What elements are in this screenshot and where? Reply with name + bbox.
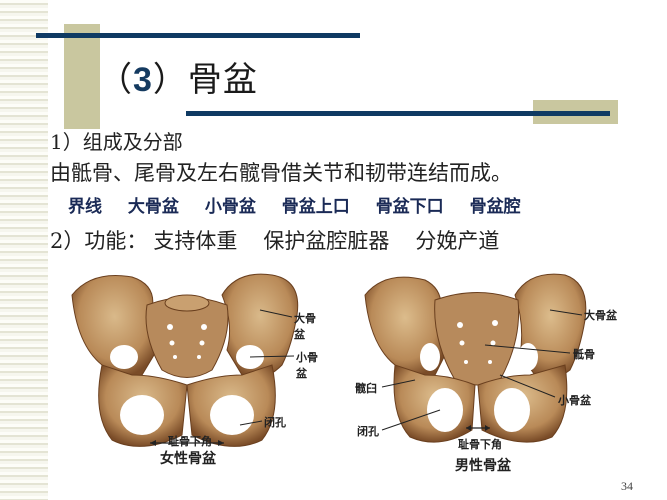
term: 骨盆上口 xyxy=(281,197,350,217)
title-number: 3 xyxy=(133,61,153,99)
label-lesser-pelvis: 小骨盆 xyxy=(296,351,318,380)
slide-title: （3）骨盆 xyxy=(98,52,258,101)
decorative-navy-line-top xyxy=(36,33,360,38)
term: 界线 xyxy=(68,197,102,217)
title-prefix: （ xyxy=(98,60,133,100)
function-item: 保护盆腔脏器 xyxy=(263,229,390,253)
label-sacrum: 骶骨 xyxy=(573,348,595,361)
function-item: 支持体重 xyxy=(153,229,238,253)
male-pelvis-figure: 大骨盆 骶骨 髋臼 小骨盆 闭孔 耻骨下角 男性骨盆 xyxy=(350,265,620,480)
term: 小骨盆 xyxy=(204,197,256,217)
term: 骨盆下口 xyxy=(375,197,444,217)
section2-heading: 2）功能： xyxy=(50,229,148,253)
male-pelvis-caption: 男性骨盆 xyxy=(455,458,511,474)
male-pelvis-illustration xyxy=(364,273,587,443)
label-subpubic-angle: 耻骨下角 xyxy=(168,435,212,448)
label-subpubic-angle: 耻骨下角 xyxy=(458,438,502,451)
label-acetabulum: 髋臼 xyxy=(355,382,377,395)
label-obturator-foramen: 闭孔 xyxy=(264,416,286,429)
female-pelvis-illustration xyxy=(71,273,299,447)
term: 骨盆腔 xyxy=(469,197,521,217)
female-pelvis-figure: 大骨盆 小骨盆 闭孔 耻骨下角 女性骨盆 xyxy=(62,265,322,480)
terms-list: 界线 大骨盆 小骨盆 骨盆上口 骨盆下口 骨盆腔 xyxy=(68,192,521,217)
decorative-olive-bar-vertical xyxy=(64,24,100,129)
label-lesser-pelvis: 小骨盆 xyxy=(558,394,591,407)
decorative-navy-line-middle xyxy=(186,111,510,116)
title-text: ）骨盆 xyxy=(152,60,258,100)
decorative-navy-line-middle-end xyxy=(510,111,610,116)
female-pelvis-caption: 女性骨盆 xyxy=(160,451,216,467)
page-number: 34 xyxy=(621,479,633,493)
label-greater-pelvis: 大骨盆 xyxy=(294,312,316,341)
decorative-stripes xyxy=(0,0,48,500)
section2-line: 2）功能：支持体重 保护盆腔脏器 分娩产道 xyxy=(50,225,525,255)
function-item: 分娩产道 xyxy=(415,229,500,253)
label-obturator-foramen: 闭孔 xyxy=(357,425,379,438)
section1-text: 由骶骨、尾骨及左右髋骨借关节和韧带连结而成。 xyxy=(50,161,512,185)
section1-heading: 1）组成及分部 xyxy=(50,130,183,154)
label-greater-pelvis: 大骨盆 xyxy=(584,309,617,322)
term: 大骨盆 xyxy=(127,197,179,217)
